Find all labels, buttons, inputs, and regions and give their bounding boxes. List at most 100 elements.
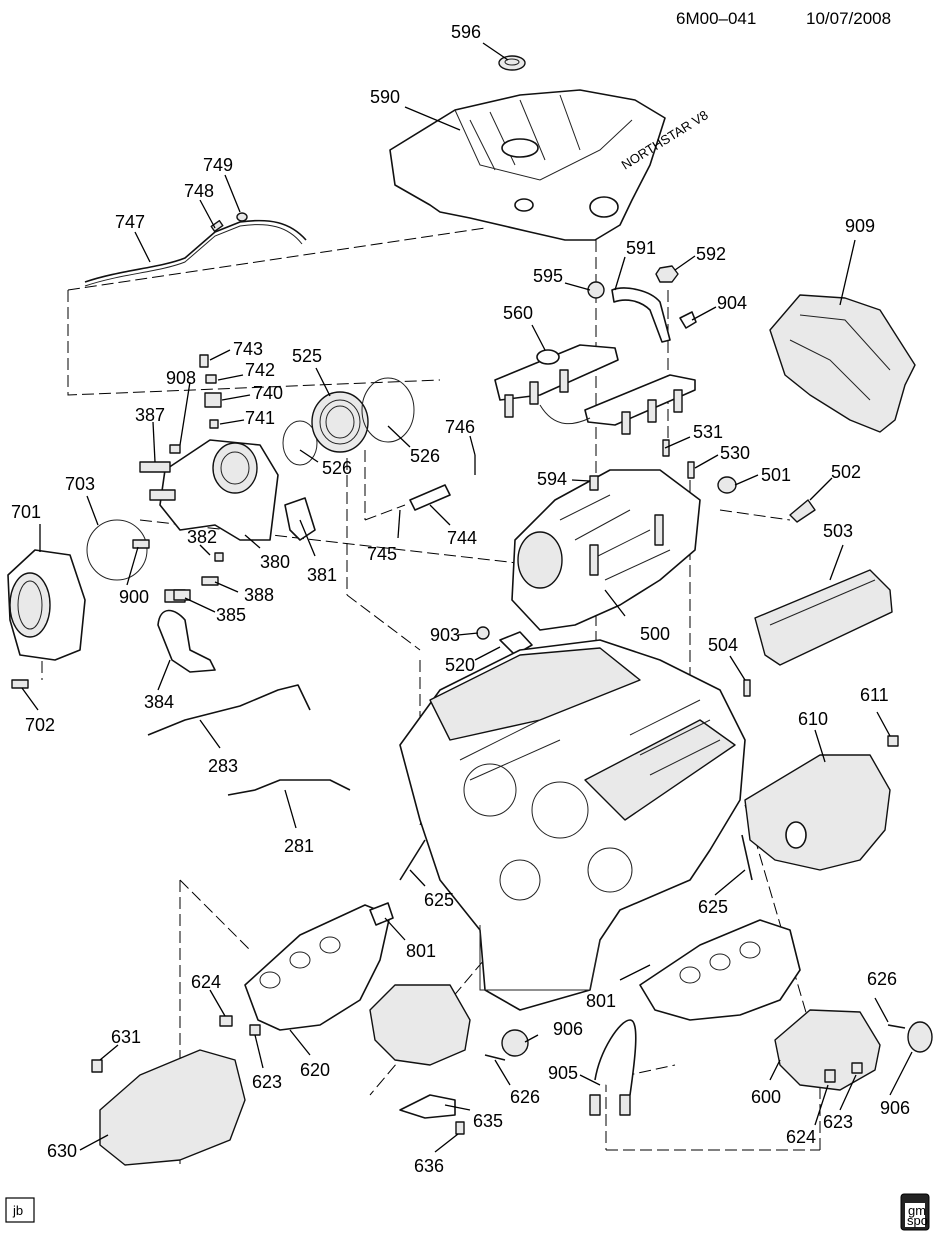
callout-908: 908 xyxy=(166,368,196,388)
seal-526-front xyxy=(282,420,318,466)
callout-520: 520 xyxy=(445,655,475,675)
callout-703: 703 xyxy=(65,474,95,494)
logo-text-spo: spo xyxy=(907,1213,928,1228)
callout-502: 502 xyxy=(831,462,861,482)
fuel-rail-bracket-591 xyxy=(611,287,671,343)
callout-801-left: 801 xyxy=(406,941,436,961)
callout-623-left: 623 xyxy=(252,1072,282,1092)
callout-531: 531 xyxy=(693,422,723,442)
callout-380: 380 xyxy=(260,552,290,572)
fuel-rail-assembly xyxy=(494,344,696,435)
callout-909: 909 xyxy=(845,216,875,236)
exhaust-manifold-600 xyxy=(639,919,881,1091)
coolant-pipe-384 xyxy=(157,589,216,673)
oxygen-sensor-905 xyxy=(589,1019,637,1116)
gasket-906-right xyxy=(907,1021,933,1053)
callout-592: 592 xyxy=(696,244,726,264)
callout-906-left: 906 xyxy=(553,1019,583,1039)
gasket-906-left xyxy=(501,1029,529,1057)
callout-748: 748 xyxy=(184,181,214,201)
hose-283 xyxy=(147,684,311,736)
callout-743: 743 xyxy=(233,339,263,359)
clamp-526-rear xyxy=(361,377,415,443)
callout-530: 530 xyxy=(720,443,750,463)
plug-903 xyxy=(476,626,490,640)
hose-281 xyxy=(227,779,351,796)
callout-626-right: 626 xyxy=(867,969,897,989)
callout-746: 746 xyxy=(445,417,475,437)
callout-594: 594 xyxy=(537,469,567,489)
callout-741: 741 xyxy=(245,408,275,428)
exhaust-manifold-620 xyxy=(244,904,471,1066)
callout-636: 636 xyxy=(414,1156,444,1176)
callout-501: 501 xyxy=(761,465,791,485)
engine-cover: NORTHSTAR V8 xyxy=(389,89,711,241)
callout-631: 631 xyxy=(111,1027,141,1047)
heat-shield-610 xyxy=(744,754,891,871)
coil-cover-503 xyxy=(754,569,893,666)
callout-500: 500 xyxy=(640,624,670,644)
callout-702: 702 xyxy=(25,715,55,735)
nut-592 xyxy=(655,265,679,283)
callout-625-left: 625 xyxy=(424,890,454,910)
throttle-body-adapter-380 xyxy=(139,439,279,541)
callout-595: 595 xyxy=(533,266,563,286)
callout-701: 701 xyxy=(11,502,41,522)
callout-904: 904 xyxy=(717,293,747,313)
callout-382: 382 xyxy=(187,527,217,547)
callout-740: 740 xyxy=(253,383,283,403)
engine-block xyxy=(399,639,746,1011)
callout-600: 600 xyxy=(751,1087,781,1107)
callout-744: 744 xyxy=(447,528,477,548)
bracket-744 xyxy=(409,455,476,511)
callout-381: 381 xyxy=(307,565,337,585)
callout-503: 503 xyxy=(823,521,853,541)
callout-903: 903 xyxy=(430,625,460,645)
callout-623-right: 623 xyxy=(823,1112,853,1132)
callout-526-upper: 526 xyxy=(410,446,440,466)
footer-badge: jb xyxy=(5,1197,35,1223)
oil-fill-cap-596 xyxy=(498,55,526,71)
stud-625-right xyxy=(741,834,753,881)
callout-905: 905 xyxy=(548,1063,578,1083)
callout-611: 611 xyxy=(860,685,889,705)
callout-747: 747 xyxy=(115,212,145,232)
air-duct-coupler-525 xyxy=(311,391,369,453)
gm-spo-logo: gm spo xyxy=(900,1193,930,1231)
callout-620: 620 xyxy=(300,1060,330,1080)
callout-384: 384 xyxy=(144,692,174,712)
callout-526-lower: 526 xyxy=(322,458,352,478)
grommet-595 xyxy=(587,281,605,299)
callout-labels: 596 590 749 748 747 595 591 592 909 904 … xyxy=(11,22,910,1176)
callout-749: 749 xyxy=(203,155,233,175)
callout-385: 385 xyxy=(216,605,246,625)
callout-387: 387 xyxy=(135,405,165,425)
callout-504: 504 xyxy=(708,635,738,655)
callout-596: 596 xyxy=(451,22,481,42)
clip-904 xyxy=(679,311,697,329)
pcv-tube xyxy=(84,212,307,287)
stud-626-right xyxy=(887,1024,906,1029)
sensor-740-742 xyxy=(169,354,222,454)
stud-626-left xyxy=(484,1054,506,1061)
callout-624-right: 624 xyxy=(786,1127,816,1147)
callout-900: 900 xyxy=(119,587,149,607)
intake-manifold-500 xyxy=(511,469,701,631)
stud-625-left xyxy=(399,839,426,881)
callout-283: 283 xyxy=(208,756,238,776)
diagram-date: 10/07/2008 xyxy=(806,9,891,28)
engine-cover-rear-909 xyxy=(769,294,916,433)
callout-742: 742 xyxy=(245,360,275,380)
bracket-635 xyxy=(399,1094,456,1119)
gasket-801-left xyxy=(369,902,394,926)
callout-745: 745 xyxy=(367,544,397,564)
callout-630: 630 xyxy=(47,1141,77,1161)
callout-635: 635 xyxy=(473,1111,503,1131)
callout-388: 388 xyxy=(244,585,274,605)
callout-624-left: 624 xyxy=(191,972,221,992)
logo-text-gm: gm xyxy=(908,1203,926,1218)
callout-281: 281 xyxy=(284,836,314,856)
callout-591: 591 xyxy=(626,238,656,258)
gasket-703 xyxy=(86,519,148,581)
